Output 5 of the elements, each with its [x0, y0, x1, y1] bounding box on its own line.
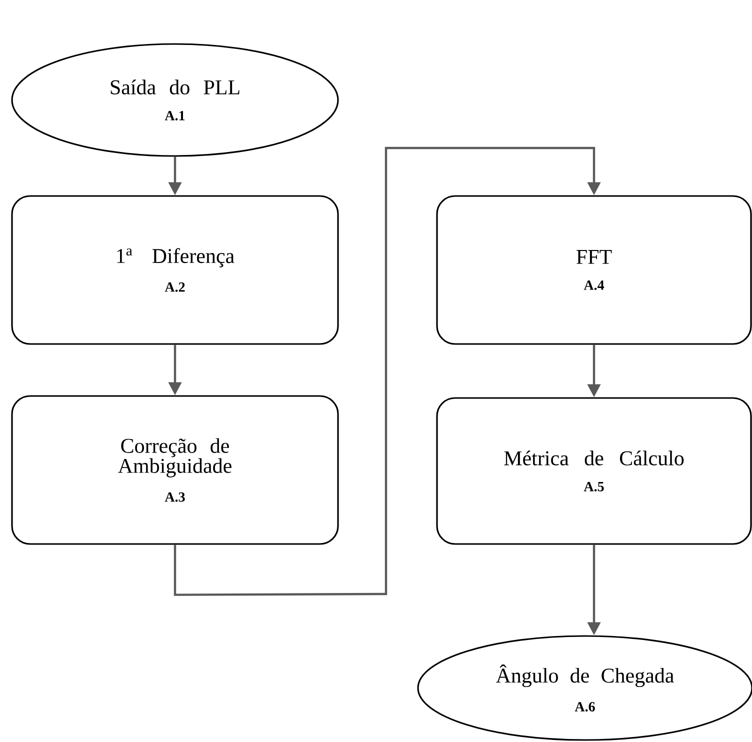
process-box: 1$^{a}$ Diferença A.2 [11, 195, 339, 345]
process-box: Métrica de Cálculo A.5 [436, 397, 752, 545]
process-box: Correção de Ambiguidade A.3 [11, 395, 339, 545]
process-box: FFT A.4 [436, 195, 752, 345]
arrow [174, 146, 601, 596]
